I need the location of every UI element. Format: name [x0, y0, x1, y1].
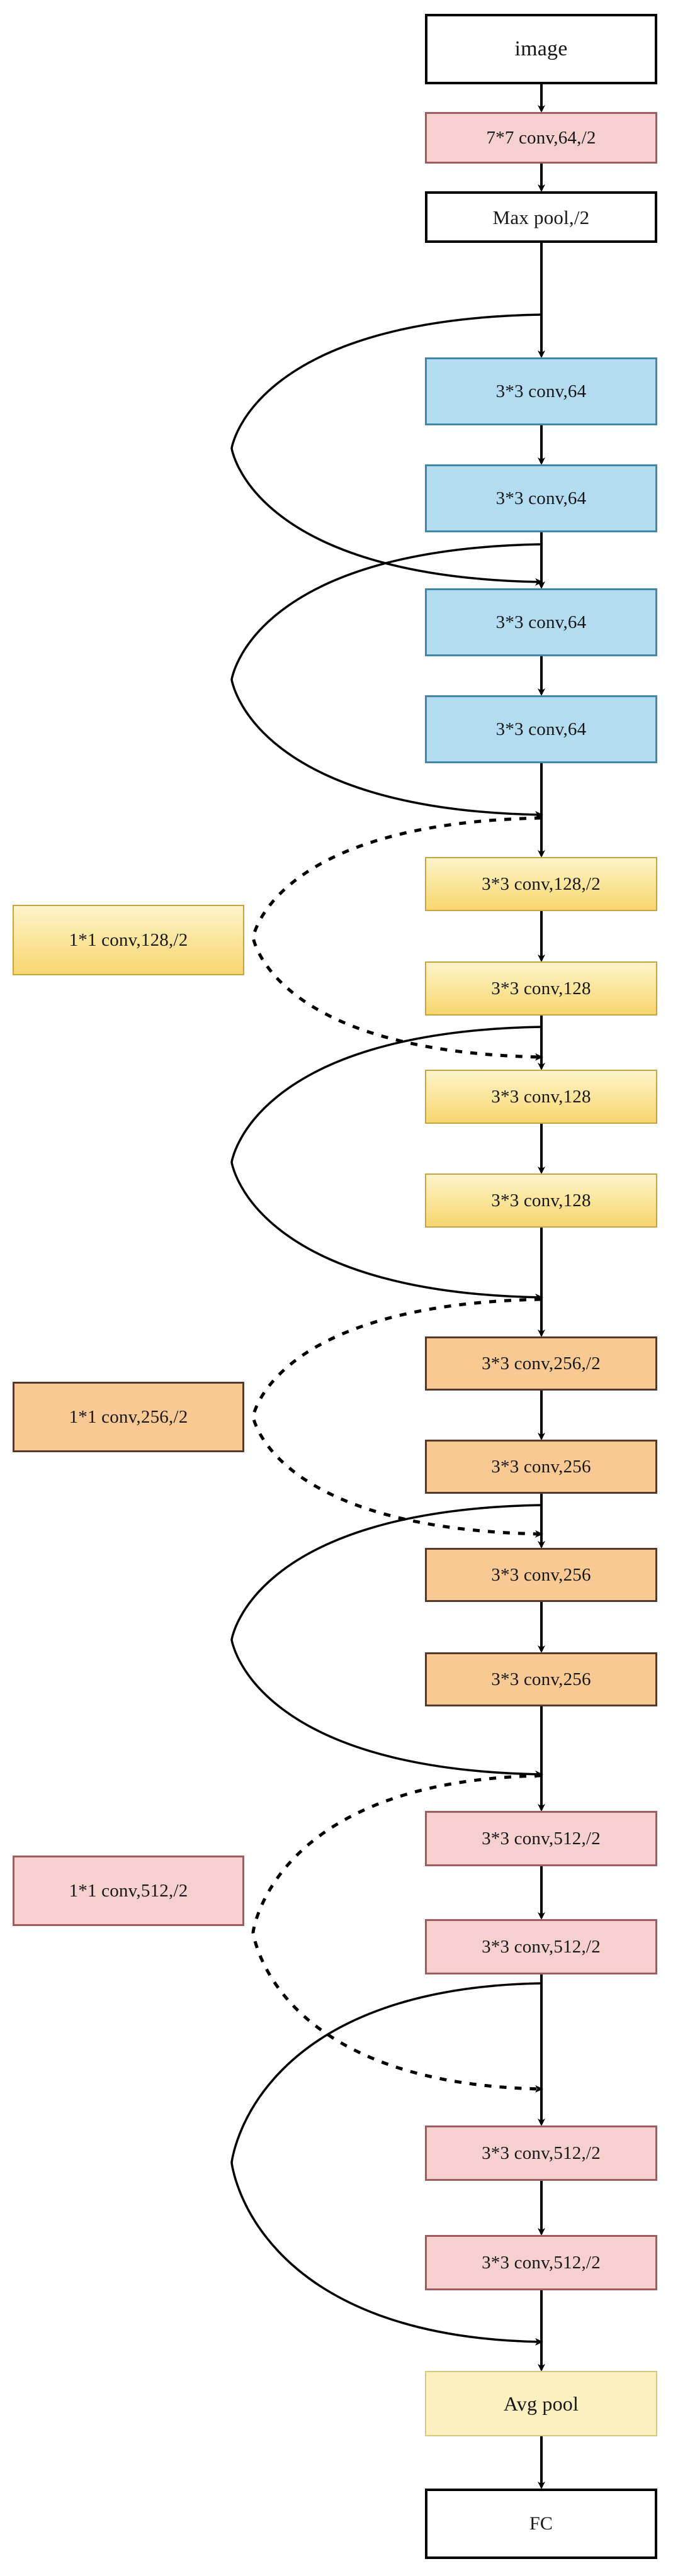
skip-connection-skip-256-1 — [251, 1297, 543, 1538]
skip-connection-skip-128-2 — [230, 1026, 543, 1301]
node-conv256_a[interactable]: 3*3 conv,256,/2 — [425, 1336, 657, 1391]
node-conv512_b-label: 3*3 conv,512,/2 — [482, 1936, 601, 1957]
skip-connection-skip-128-1 — [251, 816, 543, 1061]
node-conv7x7-label: 7*7 conv,64,/2 — [486, 127, 596, 148]
node-conv64_b-label: 3*3 conv,64 — [495, 488, 587, 508]
node-conv512_c-label: 3*3 conv,512,/2 — [482, 2142, 601, 2163]
skip-connection-group — [230, 313, 543, 2346]
node-conv128_d-label: 3*3 conv,128 — [491, 1190, 591, 1211]
node-conv256_b-label: 3*3 conv,256 — [491, 1456, 591, 1477]
node-maxpool-label: Max pool,/2 — [492, 206, 590, 228]
node-maxpool[interactable]: Max pool,/2 — [425, 191, 657, 243]
node-conv512_d[interactable]: 3*3 conv,512,/2 — [425, 2235, 657, 2290]
node-conv256_a-label: 3*3 conv,256,/2 — [482, 1353, 601, 1374]
node-conv128_c[interactable]: 3*3 conv,128 — [425, 1070, 657, 1124]
node-conv128_b[interactable]: 3*3 conv,128 — [425, 961, 657, 1016]
skip-connection-skip-512-2 — [230, 1982, 543, 2346]
shortcut-shortcut256[interactable]: 1*1 conv,256,/2 — [13, 1382, 244, 1452]
node-conv7x7[interactable]: 7*7 conv,64,/2 — [425, 112, 657, 164]
shortcut-shortcut128-label: 1*1 conv,128,/2 — [69, 929, 188, 950]
node-conv128_c-label: 3*3 conv,128 — [491, 1086, 591, 1107]
node-image[interactable]: image — [425, 14, 657, 84]
node-image-label: image — [514, 37, 568, 60]
node-conv512_c[interactable]: 3*3 conv,512,/2 — [425, 2125, 657, 2181]
node-conv64_a[interactable]: 3*3 conv,64 — [425, 357, 657, 425]
node-conv512_a-label: 3*3 conv,512,/2 — [482, 1828, 601, 1849]
node-conv256_c-label: 3*3 conv,256 — [491, 1564, 591, 1585]
skip-connection-skip-64-2 — [230, 543, 543, 819]
node-conv64_c-label: 3*3 conv,64 — [495, 612, 587, 632]
node-fc-label: FC — [529, 2513, 553, 2534]
skip-connection-skip-64-1 — [230, 313, 543, 586]
node-conv256_d[interactable]: 3*3 conv,256 — [425, 1652, 657, 1706]
shortcut-shortcut512-label: 1*1 conv,512,/2 — [69, 1880, 188, 1901]
node-avgpool[interactable]: Avg pool — [425, 2371, 657, 2436]
node-conv256_d-label: 3*3 conv,256 — [491, 1669, 591, 1689]
node-conv128_a[interactable]: 3*3 conv,128,/2 — [425, 857, 657, 911]
shortcut-shortcut256-label: 1*1 conv,256,/2 — [69, 1406, 188, 1427]
node-conv256_c[interactable]: 3*3 conv,256 — [425, 1548, 657, 1602]
node-conv64_d-label: 3*3 conv,64 — [495, 719, 587, 739]
node-conv64_d[interactable]: 3*3 conv,64 — [425, 695, 657, 763]
node-conv512_b[interactable]: 3*3 conv,512,/2 — [425, 1919, 657, 1974]
node-conv64_c[interactable]: 3*3 conv,64 — [425, 588, 657, 656]
node-conv128_a-label: 3*3 conv,128,/2 — [482, 873, 601, 894]
node-conv128_d[interactable]: 3*3 conv,128 — [425, 1173, 657, 1228]
node-conv512_a[interactable]: 3*3 conv,512,/2 — [425, 1811, 657, 1866]
node-conv512_d-label: 3*3 conv,512,/2 — [482, 2252, 601, 2273]
skip-connection-skip-512-1 — [251, 1774, 543, 2093]
shortcut-shortcut128[interactable]: 1*1 conv,128,/2 — [13, 905, 244, 975]
skip-connection-skip-256-2 — [230, 1504, 543, 1778]
node-conv64_a-label: 3*3 conv,64 — [495, 381, 587, 401]
node-avgpool-label: Avg pool — [503, 2392, 579, 2415]
node-conv256_b[interactable]: 3*3 conv,256 — [425, 1440, 657, 1494]
node-fc[interactable]: FC — [425, 2489, 657, 2559]
shortcut-shortcut512[interactable]: 1*1 conv,512,/2 — [13, 1856, 244, 1926]
node-conv128_b-label: 3*3 conv,128 — [491, 978, 591, 999]
node-conv64_b[interactable]: 3*3 conv,64 — [425, 464, 657, 532]
